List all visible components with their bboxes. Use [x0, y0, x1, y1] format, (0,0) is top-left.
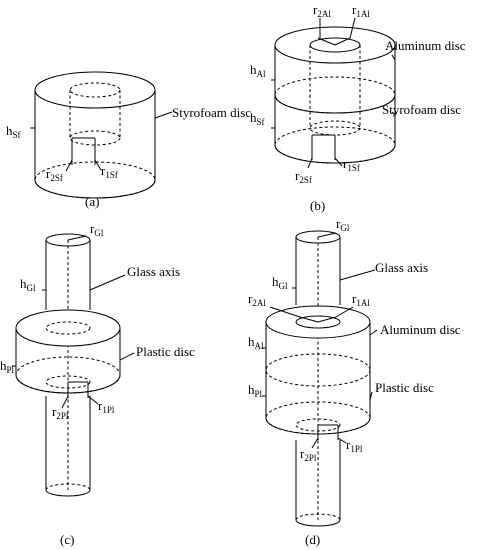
h-al-label-d: hAl: [248, 334, 264, 351]
caption-c: (c): [60, 532, 74, 547]
panel-d: rGl hGl Glass axis r2Al r1Al Aluminum di…: [248, 216, 461, 547]
plastic-disc-label-d: Plastic disc: [375, 380, 434, 395]
h-gl-label-d: hGl: [272, 274, 288, 291]
styrofoam-disc-shape-b: [274, 95, 396, 164]
plastic-disc-label-c: Plastic disc: [136, 344, 195, 359]
h-sf-label-b: hSf: [250, 110, 265, 127]
caption-b: (b): [310, 198, 325, 213]
h-pl-label-c: hPl: [0, 358, 15, 375]
h-sf-label-a: hSf: [6, 123, 21, 140]
panel-c: rGl hGl Glass axis hPl Plastic disc r1Pl…: [0, 221, 195, 547]
h-gl-label-c: hGl: [20, 276, 36, 293]
glass-axis-shape-d: [295, 230, 341, 527]
plastic-disc-shape-c: [15, 309, 121, 398]
r1-al-label-d: r1Al: [352, 291, 370, 308]
r2-sf-label-a: r2Sf: [46, 166, 63, 183]
styrofoam-disc-label-a: Styrofoam disc: [172, 105, 251, 120]
styrofoam-disc-label-b: Styrofoam disc: [382, 102, 461, 117]
h-pl-label-d: hPl: [248, 382, 263, 399]
r2-sf-label-b: r2Sf: [295, 168, 312, 185]
r1-pl-label-c: r1Pl: [98, 398, 115, 415]
r2-al-label-d: r2Al: [248, 291, 266, 308]
r2-al-label-b: r2Al: [313, 2, 331, 19]
r1-pl-label-d: r1Pl: [346, 437, 363, 454]
r1-sf-label-b: r1Sf: [343, 156, 360, 173]
r-gl-label-d: rGl: [336, 216, 350, 233]
r2-pl-label-d: r2Pl: [300, 446, 317, 463]
aluminum-disc-label-b: Aluminum disc: [385, 38, 466, 53]
caption-d: (d): [305, 532, 320, 547]
aluminum-disc-shape-d: [265, 305, 371, 387]
h-al-label-b: hAl: [250, 62, 266, 79]
caption-a: (a): [85, 194, 99, 209]
panel-b: r2Al r1Al Aluminum disc hAl hSf Styrofoa…: [250, 2, 466, 213]
glass-axis-shape-c: [45, 233, 91, 497]
panel-a: hSf Styrofoam disc r1Sf r2Sf (a): [6, 71, 251, 209]
aluminum-disc-label-d: Aluminum disc: [380, 322, 461, 337]
r2-pl-label-c: r2Pl: [52, 404, 69, 421]
aluminum-disc-shape-b: [274, 26, 396, 114]
glass-axis-label-c: Glass axis: [127, 264, 180, 279]
r1-al-label-b: r1Al: [352, 2, 370, 19]
plastic-disc-shape-d: [265, 370, 371, 440]
r1-sf-label-a: r1Sf: [101, 163, 118, 180]
r-gl-label-c: rGl: [90, 221, 104, 238]
glass-axis-label-d: Glass axis: [375, 260, 428, 275]
